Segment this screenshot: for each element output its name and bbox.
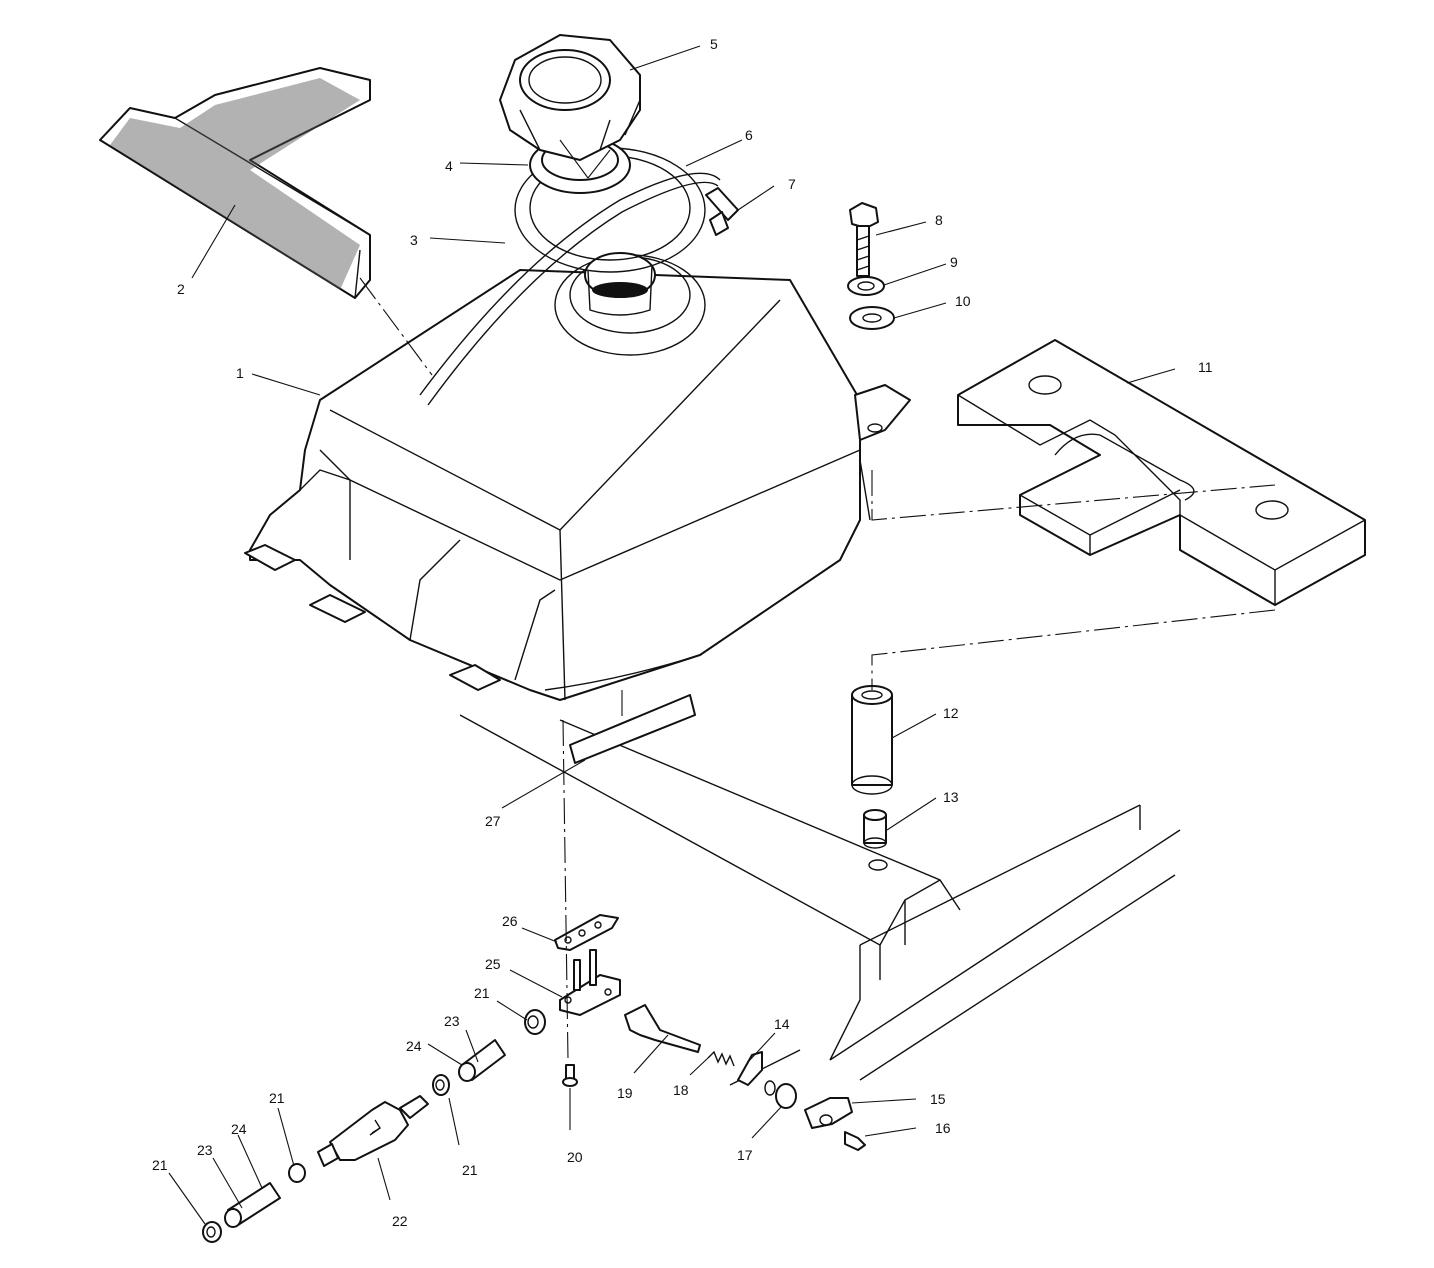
callout-8: 8 xyxy=(935,212,943,228)
tank-cap-assembly xyxy=(499,34,706,273)
callout-20: 20 xyxy=(567,1149,583,1165)
vent-fitting xyxy=(705,187,739,236)
callout-labels: 1 2 3 4 5 6 7 8 9 10 11 12 13 14 15 16 1… xyxy=(152,36,1213,1229)
fuel-tank xyxy=(244,172,911,701)
callout-13: 13 xyxy=(943,789,959,805)
frame-rail xyxy=(459,714,1181,1086)
callout-6: 6 xyxy=(745,127,753,143)
callout-9: 9 xyxy=(950,254,958,270)
bolt-and-washers xyxy=(847,202,895,330)
callout-10: 10 xyxy=(955,293,971,309)
callout-25: 25 xyxy=(485,956,501,972)
center-lines xyxy=(359,277,1276,1061)
leader-lines xyxy=(168,45,1176,1225)
callout-5: 5 xyxy=(710,36,718,52)
callout-23-a: 23 xyxy=(444,1013,460,1029)
callout-21-d: 21 xyxy=(152,1157,168,1173)
callout-14: 14 xyxy=(774,1016,790,1032)
callout-24-a: 24 xyxy=(406,1038,422,1054)
callout-1: 1 xyxy=(236,365,244,381)
callout-17: 17 xyxy=(737,1147,753,1163)
callout-23-b: 23 xyxy=(197,1142,213,1158)
callout-21-b: 21 xyxy=(462,1162,478,1178)
spacer-short xyxy=(863,809,887,849)
fuel-valve-assembly xyxy=(554,914,866,1151)
spacer-long xyxy=(851,685,893,795)
callout-2: 2 xyxy=(177,281,185,297)
callout-16: 16 xyxy=(935,1120,951,1136)
callout-24-b: 24 xyxy=(231,1121,247,1137)
tank-pad xyxy=(99,67,371,299)
callout-26: 26 xyxy=(502,913,518,929)
callout-4: 4 xyxy=(445,158,453,174)
callout-7: 7 xyxy=(788,176,796,192)
foam-block xyxy=(957,339,1366,606)
callout-11: 11 xyxy=(1198,359,1213,375)
callout-21-c: 21 xyxy=(269,1090,285,1106)
callout-18: 18 xyxy=(673,1082,689,1098)
callout-21-a: 21 xyxy=(474,985,490,1001)
tank-pad-strip xyxy=(569,694,696,764)
callout-19: 19 xyxy=(617,1085,633,1101)
callout-22: 22 xyxy=(392,1213,408,1229)
callout-12: 12 xyxy=(943,705,959,721)
callout-27: 27 xyxy=(485,813,501,829)
fuel-lines xyxy=(202,1009,546,1243)
callout-3: 3 xyxy=(410,232,418,248)
callout-15: 15 xyxy=(930,1091,946,1107)
